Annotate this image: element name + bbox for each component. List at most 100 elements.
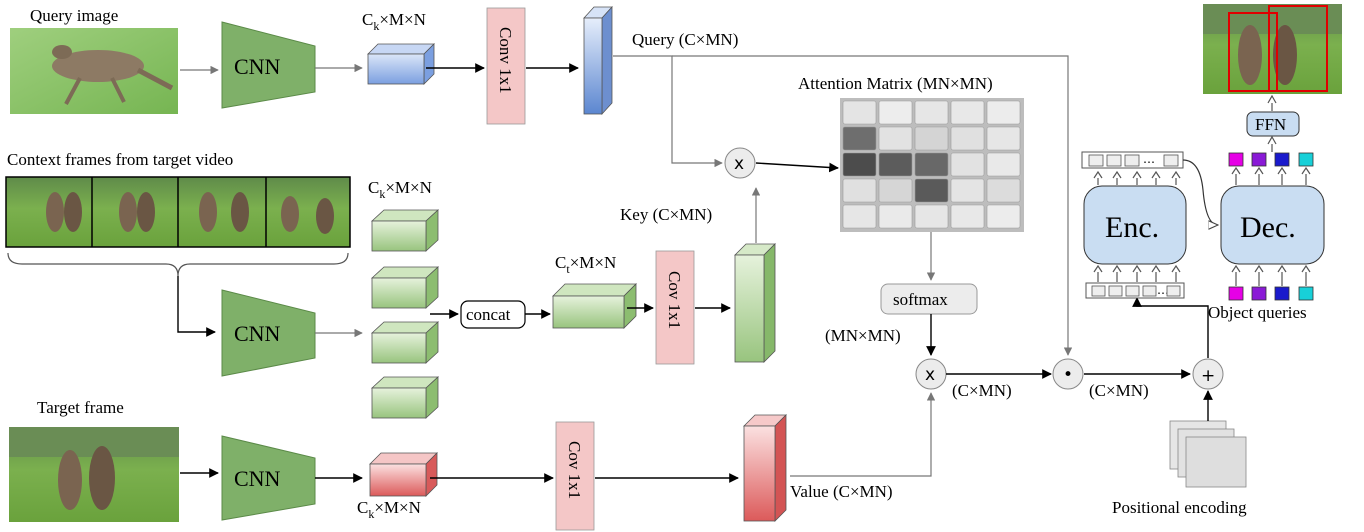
attention-cell: [842, 204, 877, 229]
detection-output-image: [1203, 4, 1342, 94]
svg-text:Ck×M×N: Ck×M×N: [368, 178, 432, 201]
query-arrow-head: [1277, 166, 1287, 175]
svg-text:x: x: [925, 365, 935, 385]
query-arrow-head: [1254, 264, 1264, 273]
attention-cell: [878, 204, 913, 229]
attention-cell: [986, 178, 1021, 203]
conv1x1-key: Cov 1x1: [655, 250, 695, 365]
attention-cell: [986, 100, 1021, 125]
attention-cell: [878, 152, 913, 177]
encoder-block: Enc.: [1083, 185, 1187, 265]
object-query-square: [1274, 152, 1290, 167]
svg-text:Ck×M×N: Ck×M×N: [357, 498, 421, 521]
svg-text:+: +: [1201, 366, 1215, 386]
object-query-square: [1298, 152, 1314, 167]
value-label: Value (C×MN): [790, 482, 893, 501]
attention-cell: [878, 100, 913, 125]
ffn-box: FFN: [1246, 111, 1300, 137]
positional-encoding-stack: [1169, 420, 1247, 488]
cnn-encoder-context: CNN: [221, 289, 316, 377]
attention-matrix-label: Attention Matrix (MN×MN): [798, 74, 993, 93]
multiply-node-query-key: x: [724, 147, 756, 179]
ffn-arrow: [1267, 135, 1277, 152]
attention-cell: [914, 152, 949, 177]
ct-cube-dim-label: Ct×M×N: [555, 253, 616, 276]
mnxmn-label: (MN×MN): [825, 326, 901, 345]
attention-cell: [842, 152, 877, 177]
attention-matrix: [840, 98, 1024, 232]
query-label: Query (C×MN): [632, 30, 738, 49]
object-query-square: [1298, 286, 1314, 301]
multiply-node-attention-value: x: [915, 358, 947, 390]
context-frames-strip: [5, 176, 351, 248]
concat-label: concat: [466, 305, 511, 324]
attention-cell: [914, 100, 949, 125]
query-cube-dim-label: Ck×M×N: [362, 10, 426, 33]
context-feature-cube: [370, 321, 440, 364]
attention-cell: [914, 178, 949, 203]
query-arrow-head: [1301, 166, 1311, 175]
cnn-encoder-query: CNN: [221, 21, 316, 109]
encoder-input-tokens: …: [1085, 282, 1185, 299]
attention-cell: [842, 126, 877, 151]
cnn-encoder-target: CNN: [221, 435, 316, 521]
context-frames-label: Context frames from target video: [7, 150, 233, 169]
object-query-square: [1228, 152, 1244, 167]
svg-text:•: •: [1063, 365, 1073, 385]
query-arrow-head: [1301, 264, 1311, 273]
add-node: +: [1192, 358, 1224, 390]
query-tensor: [583, 5, 613, 116]
encoder-output-tokens: …: [1081, 151, 1184, 169]
attention-cell: [986, 152, 1021, 177]
svg-text:x: x: [734, 154, 744, 174]
hadamard-node: •: [1052, 358, 1084, 390]
query-arrow-head: [1231, 166, 1241, 175]
cnn-label: CNN: [234, 466, 281, 491]
attention-cell: [950, 126, 985, 151]
attention-cell: [878, 178, 913, 203]
target-feature-cube: [369, 452, 438, 497]
softmax-box: softmax: [880, 283, 978, 315]
svg-text:…: …: [1143, 152, 1155, 166]
attention-cell: [878, 126, 913, 151]
concat-feature-cube: [552, 283, 637, 329]
ffn-output-arrow: [1267, 94, 1277, 111]
svg-text:Ck×M×N: Ck×M×N: [362, 10, 426, 33]
key-tensor: [734, 243, 776, 363]
dec-label: Dec.: [1240, 211, 1296, 244]
svg-text:…: …: [1157, 283, 1169, 297]
cnn-label: CNN: [234, 321, 281, 346]
attention-cell: [986, 126, 1021, 151]
decoder-output-embeddings: [1228, 152, 1314, 185]
context-feature-cube: [370, 266, 440, 309]
conv1x1-query: Conv 1x1: [486, 7, 526, 125]
concat-box: concat: [460, 300, 526, 329]
object-query-square: [1274, 286, 1290, 301]
cov-value-label: Cov 1x1: [565, 441, 584, 499]
context-feature-cube: [370, 376, 440, 419]
cxmn-label-1: (C×MN): [952, 381, 1012, 400]
cnn-label: CNN: [234, 54, 281, 79]
svg-text:Ct×M×N: Ct×M×N: [555, 253, 616, 276]
query-image-label: Query image: [30, 6, 118, 25]
target-frame-label: Target frame: [37, 398, 124, 417]
attention-cell: [950, 152, 985, 177]
object-queries-label: Object queries: [1208, 303, 1307, 322]
softmax-label: softmax: [893, 290, 948, 309]
encoder-input-arrows: [1093, 264, 1181, 282]
enc-label: Enc.: [1105, 211, 1159, 244]
attention-cell: [914, 204, 949, 229]
query-arrow-head: [1254, 166, 1264, 175]
object-query-square: [1251, 286, 1267, 301]
query-image: [10, 28, 178, 114]
attention-cell: [842, 178, 877, 203]
decoder-block: Dec.: [1220, 185, 1325, 265]
object-query-square: [1228, 286, 1244, 301]
cov-key-label: Cov 1x1: [665, 271, 684, 329]
ffn-label: FFN: [1255, 115, 1286, 134]
query-feature-cube: [367, 43, 435, 85]
target-frame-image: [9, 427, 179, 522]
key-label: Key (C×MN): [620, 205, 712, 224]
attention-cell: [986, 204, 1021, 229]
attention-cell: [950, 100, 985, 125]
